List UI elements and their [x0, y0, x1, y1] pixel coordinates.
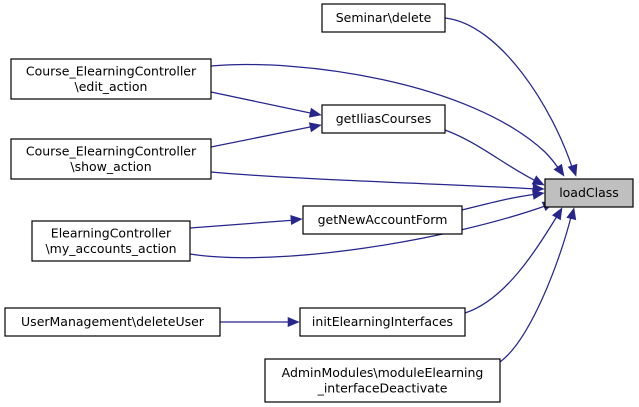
node-box[interactable] — [10, 138, 212, 180]
node-box-highlighted[interactable] — [544, 178, 634, 208]
node-box[interactable] — [321, 3, 446, 33]
node-elearning_my_accounts_action[interactable]: ElearningController\my_accounts_action — [31, 220, 191, 262]
edge-line — [189, 204, 549, 259]
node-seminar_delete[interactable]: Seminar\delete — [321, 3, 446, 33]
edge-line — [210, 63, 562, 173]
node-label: initElearningInterfaces — [312, 314, 453, 329]
edge-line — [210, 91, 316, 115]
edge-line — [444, 17, 574, 171]
node-label: UserManagement\deleteUser — [21, 314, 205, 329]
node-box[interactable] — [31, 220, 191, 262]
nodes-layer: Seminar\deleteCourse_ElearningController… — [4, 3, 634, 403]
edge-admin_modules_module_elearning-to-load_class — [499, 207, 577, 363]
node-course_show_action[interactable]: Course_ElearningController\show_action — [10, 138, 212, 180]
edge-line — [499, 212, 573, 363]
edge-course_edit_action-to-load_class — [210, 63, 565, 177]
edge-user_management_delete_user-to-init_elearning_interfaces — [220, 316, 300, 328]
arrow-head-icon — [551, 207, 563, 221]
arrow-head-icon — [532, 189, 545, 200]
node-label: AdminModules\moduleElearning_interfaceDe… — [282, 364, 484, 395]
arrow-head-icon — [308, 107, 322, 118]
node-label: ElearningController\my_accounts_action — [45, 225, 176, 256]
edges-layer — [189, 17, 578, 363]
edge-get_new_account_form-to-load_class — [461, 189, 545, 211]
node-label: Course_ElearningController\edit_action — [26, 63, 197, 94]
edge-course_show_action-to-load_class — [210, 171, 545, 194]
edge-line — [461, 193, 539, 211]
node-get_ilias_courses[interactable]: getIliasCourses — [321, 104, 446, 134]
node-label: Course_ElearningController\show_action — [26, 143, 197, 174]
node-box[interactable] — [264, 358, 501, 403]
node-label: loadClass — [559, 185, 619, 200]
edge-line — [210, 171, 539, 190]
node-label: getNewAccountForm — [318, 212, 448, 227]
node-box[interactable] — [302, 205, 463, 235]
arrow-head-icon — [290, 214, 303, 226]
edge-course_edit_action-to-get_ilias_courses — [210, 91, 322, 118]
node-course_edit_action[interactable]: Course_ElearningController\edit_action — [10, 58, 212, 100]
node-box[interactable] — [299, 307, 466, 337]
node-label: getIliasCourses — [336, 111, 431, 126]
node-box[interactable] — [321, 104, 446, 134]
arrow-head-icon — [567, 163, 578, 177]
node-box[interactable] — [10, 58, 212, 100]
edge-line — [210, 125, 316, 148]
edge-line — [189, 219, 297, 229]
edge-line — [444, 129, 539, 183]
edge-get_ilias_courses-to-load_class — [444, 129, 545, 186]
node-admin_modules_module_elearning[interactable]: AdminModules\moduleElearning_interfaceDe… — [264, 358, 501, 403]
arrow-head-icon — [566, 207, 577, 221]
edge-elearning_my_accounts_action-to-get_new_account_form — [189, 214, 303, 229]
node-load_class[interactable]: loadClass — [544, 178, 634, 208]
arrow-head-icon — [287, 316, 300, 328]
edge-course_show_action-to-get_ilias_courses — [210, 122, 322, 148]
edge-seminar_delete-to-load_class — [444, 17, 578, 177]
node-get_new_account_form[interactable]: getNewAccountForm — [302, 205, 463, 235]
edge-init_elearning_interfaces-to-load_class — [464, 207, 563, 314]
arrow-head-icon — [308, 122, 322, 133]
node-label: Seminar\delete — [336, 10, 432, 25]
arrow-head-icon — [553, 163, 565, 177]
arrow-head-icon — [531, 175, 545, 186]
edge-line — [464, 212, 560, 314]
node-box[interactable] — [4, 307, 221, 337]
node-user_management_delete_user[interactable]: UserManagement\deleteUser — [4, 307, 221, 337]
node-init_elearning_interfaces[interactable]: initElearningInterfaces — [299, 307, 466, 337]
